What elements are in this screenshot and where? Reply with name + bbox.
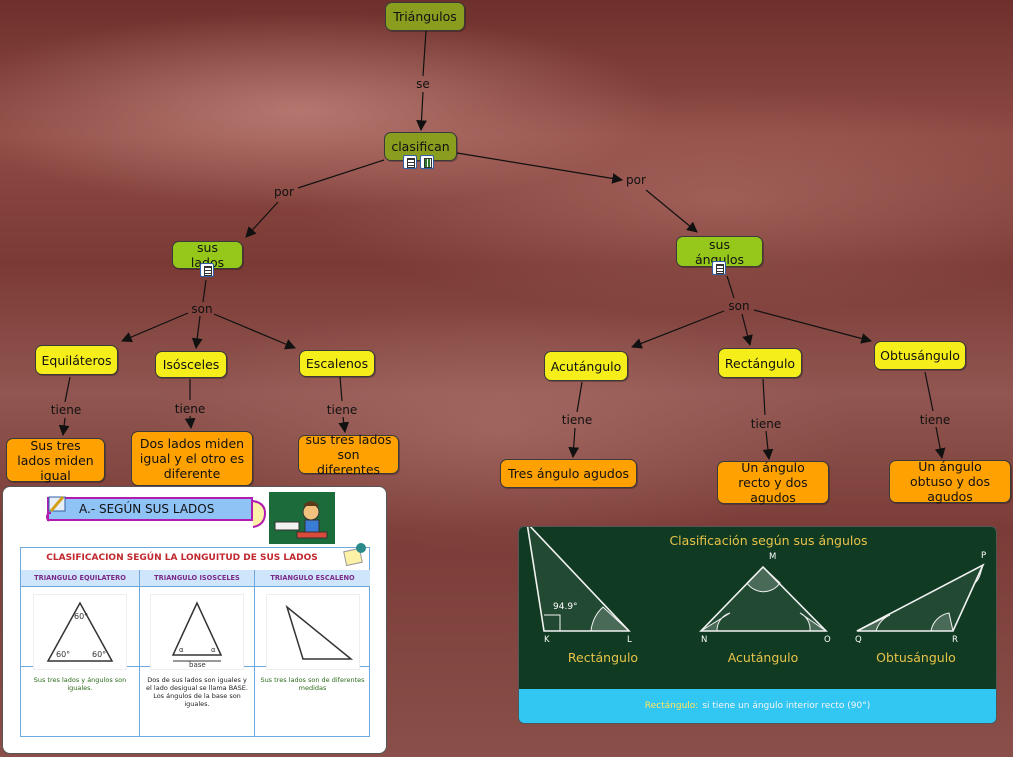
document-icon[interactable] — [200, 263, 214, 277]
triangle-type-label: Acutángulo — [727, 650, 799, 665]
equilateral-triangle-figure: 60° 60° 60° — [33, 594, 127, 670]
concept-label: Acutángulo — [550, 358, 622, 374]
vertex-label: K — [544, 635, 550, 645]
notepad-icon — [343, 543, 366, 567]
table-column-equilatero: TRIANGULO EQUILATERO 60° 60° 60° Sus tre… — [21, 570, 139, 736]
link-label-tiene: tiene — [50, 403, 82, 417]
base-label: base — [189, 661, 206, 669]
column-description: Sus tres lados y ángulos son iguales. — [33, 676, 127, 692]
concept-label: Isósceles — [162, 357, 220, 372]
document-icon[interactable] — [712, 261, 726, 275]
concept-label: clasifican — [391, 139, 450, 154]
angle-label: 60° — [92, 650, 106, 659]
vertex-label: Q — [855, 635, 862, 645]
pencil-icon — [48, 496, 66, 512]
angle-label: α — [179, 646, 184, 654]
footer-text: si tiene un ángulo interior recto (90°) — [702, 701, 871, 711]
concept-sus-angulos[interactable]: sus ángulos — [676, 236, 763, 267]
concept-iso-desc[interactable]: Dos lados miden igual y el otro es difer… — [131, 431, 253, 486]
concept-label: sus lados — [191, 240, 224, 270]
angle-triangles-figure: 94.9° — [526, 527, 985, 632]
section-banner: A.- SEGÚN SUS LADOS — [47, 497, 253, 521]
concept-label: Rectángulo — [724, 355, 796, 371]
isosceles-triangle-figure: α α base — [150, 594, 244, 670]
concept-equilateros[interactable]: Equiláteros — [35, 345, 118, 375]
link-label-se: se — [416, 77, 430, 91]
concept-label: Un ángulo obtuso y dos agudos — [909, 459, 990, 504]
concept-label: Sus tres lados miden igual — [17, 437, 94, 483]
footer-term: Rectángulo: — [644, 701, 699, 711]
link-label-tiene: tiene — [561, 413, 593, 427]
concept-isosceles[interactable]: Isósceles — [155, 351, 227, 378]
column-description: Dos de sus lados son iguales y el lado d… — [146, 676, 248, 708]
panel-footer: Rectángulo: si tiene un ángulo interior … — [519, 689, 996, 723]
table-column-escaleno: TRIANGULO ESCALENO Sus tres lados son de… — [254, 570, 370, 736]
concept-label: Dos lados miden igual y el otro es difer… — [139, 436, 245, 481]
concept-obt-desc[interactable]: Un ángulo obtuso y dos agudos — [889, 459, 1011, 504]
triangle-type-label: Rectángulo — [567, 650, 639, 665]
concept-trianglos[interactable]: Triángulos — [385, 2, 465, 31]
link-label-tiene: tiene — [174, 402, 206, 416]
banner-label: A.- SEGÚN SUS LADOS — [79, 502, 215, 516]
vertex-label: L — [627, 635, 632, 645]
column-header: TRIANGULO ESCALENO — [255, 570, 370, 587]
vertex-label: M — [769, 552, 777, 562]
banner-scroll-decoration — [46, 496, 267, 528]
angles-classification-image[interactable]: Clasificación según sus ángulos 94.9° K … — [518, 526, 997, 724]
concept-obtusangulo[interactable]: Obtusángulo — [874, 341, 966, 370]
triangle-type-label: Obtusángulo — [876, 650, 956, 665]
vertex-label: O — [824, 635, 831, 645]
table-column-isosceles: TRIANGULO ISOSCELES α α base Dos de sus … — [139, 570, 254, 736]
concept-label: sus ángulos — [694, 236, 745, 267]
concept-label: Triángulos — [393, 9, 457, 24]
concept-rect-desc[interactable]: Un ángulo recto y dos agudos — [717, 460, 829, 505]
vertex-label: P — [981, 551, 987, 561]
concept-rectangulo[interactable]: Rectángulo — [718, 348, 802, 378]
video-icon[interactable] — [420, 155, 434, 169]
sides-classification-image[interactable]: A.- SEGÚN SUS LADOS CLASIFICACION SEGÚN … — [2, 486, 387, 754]
scalene-triangle-figure — [265, 594, 360, 670]
column-header: TRIANGULO ISOSCELES — [140, 570, 254, 587]
panel-title: Clasificación según sus ángulos — [669, 533, 868, 548]
vertex-label: R — [952, 635, 958, 645]
link-label-tiene: tiene — [919, 413, 951, 427]
concept-label: sus tres lados son diferentes — [305, 432, 392, 477]
angle-label: 60° — [56, 650, 70, 659]
link-label-son-right: son — [728, 299, 750, 313]
concept-esc-desc[interactable]: sus tres lados son diferentes — [298, 432, 399, 477]
concept-eq-desc[interactable]: Sus tres lados miden igual — [6, 437, 105, 483]
concept-label: Tres ángulo agudos — [508, 466, 629, 481]
concept-escalenos[interactable]: Escalenos — [299, 350, 375, 377]
column-header: TRIANGULO EQUILATERO — [21, 570, 139, 587]
link-label-son-left: son — [191, 302, 213, 316]
concept-label: Un ángulo recto y dos agudos — [738, 460, 808, 505]
column-description: Sus tres lados son de diferentes medidas — [260, 676, 365, 692]
concept-label: Obtusángulo — [880, 348, 960, 363]
concept-sus-lados[interactable]: sus lados — [172, 240, 243, 270]
angle-label: 60° — [74, 612, 88, 621]
concept-label: Escalenos — [305, 356, 369, 371]
sides-table: CLASIFICACION SEGÚN LA LONGUITUD DE SUS … — [20, 543, 370, 737]
concept-label: Equiláteros — [41, 352, 112, 368]
link-label-por-left: por — [274, 185, 294, 199]
concept-acu-desc[interactable]: Tres ángulo agudos — [500, 459, 637, 488]
vertex-label: N — [701, 635, 708, 645]
link-label-por-right: por — [626, 173, 646, 187]
concept-clasifican[interactable]: clasifican — [384, 132, 457, 161]
concept-acutangulo[interactable]: Acutángulo — [544, 351, 628, 381]
document-icon[interactable] — [403, 155, 417, 169]
link-label-tiene: tiene — [750, 417, 782, 431]
link-label-tiene: tiene — [326, 403, 358, 417]
student-reading-illustration — [269, 492, 335, 544]
angle-value: 94.9° — [553, 602, 578, 612]
angle-label: α — [211, 646, 216, 654]
table-caption: CLASIFICACION SEGÚN LA LONGUITUD DE SUS … — [46, 553, 318, 563]
